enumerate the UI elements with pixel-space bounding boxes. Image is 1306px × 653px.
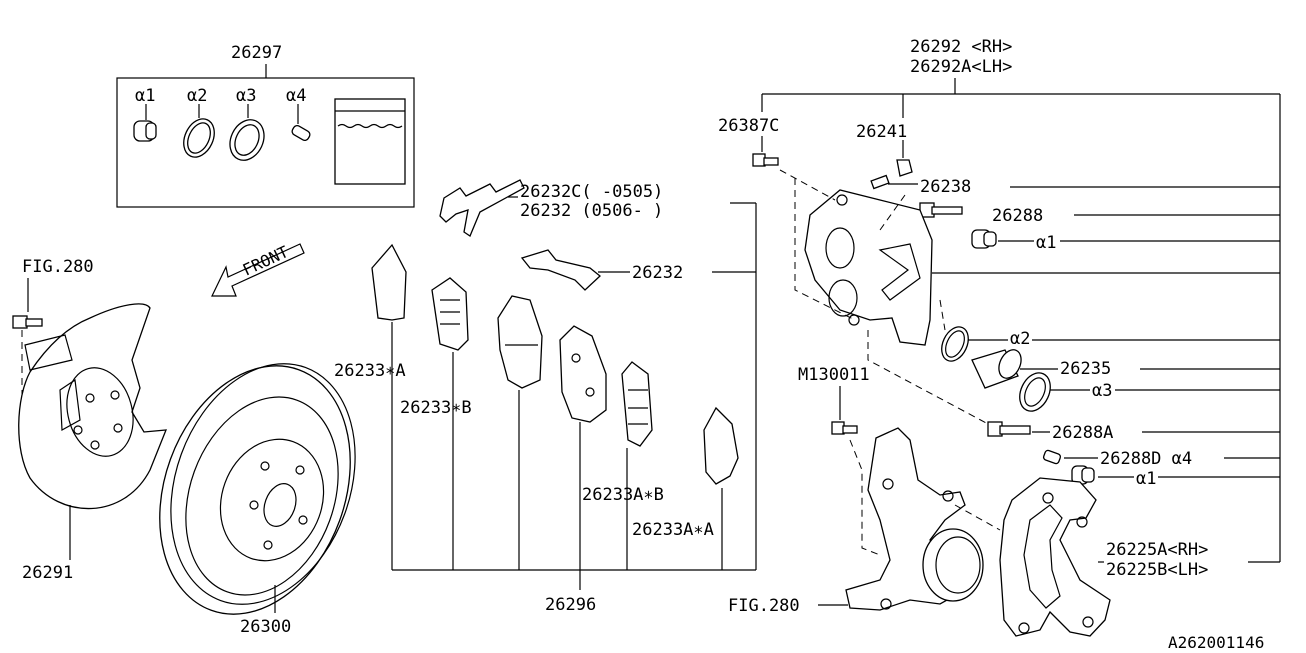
part-26288-label: 26288 [992,206,1043,226]
a1-bottom-label: α1 [1136,469,1156,489]
fig280-bottom-label: FIG.280 [728,596,800,616]
part-26292-label: 26292 <RH> [910,37,1012,57]
part-26238-label: 26238 [920,177,971,197]
part-26288A-label: 26288A [1052,423,1113,443]
knuckle-and-support: 26225A<RH> 26225B<LH> FIG.280 [728,427,1280,637]
front-arrow-icon: FRONT [211,242,305,297]
kit-part-number: 26297 [231,43,282,63]
part-26233-star-b-label: 26233∗B [400,398,472,418]
part-26225B-label: 26225B<LH> [1106,560,1208,580]
seal-ring-icon [183,104,215,158]
pin-icon [291,104,311,142]
a1-top-label: α1 [1036,233,1056,253]
kit-item-a1: α1 [135,86,155,106]
part-26225A-label: 26225A<RH> [1106,540,1208,560]
piston-seal-icon [941,326,969,362]
part-26291-label: 26291 [22,563,73,583]
part-26296-label: 26296 [545,595,596,615]
part-26232-label: 26232 [632,263,683,283]
brake-pad-outer-icon [559,325,607,423]
part-26232-range-label: 26232 (0506- ) [520,201,663,221]
part-26288D-a4-label: 26288D α4 [1100,449,1192,469]
fig280-top-label: FIG.280 [22,257,94,277]
part-26233A-star-a-label: 26233A∗A [632,520,714,540]
caliper-body-icon [804,189,933,346]
diagram-id-label: A262001146 [1168,633,1264,652]
pad-clip-upper-icon [439,179,525,237]
part-26300-label: 26300 [240,617,291,637]
shim-b-icon [431,277,469,351]
caliper-assembly: 26292 <RH> 26292A<LH> 26387C 26241 26238… [718,37,1281,562]
pad-clip-lower-icon [520,249,601,291]
boot-icon [133,104,157,142]
part-26232C-label: 26232C( -0505) [520,182,663,202]
kit-box: 26297 α1 α2 α3 α4 [116,43,415,208]
kit-item-a4: α4 [286,86,306,106]
part-26387C-label: 26387C [718,116,779,136]
part-26241-label: 26241 [856,122,907,142]
brake-rotor: 26300 [159,363,356,637]
shim-ab-icon [621,361,653,447]
mount-bolt-icon [831,421,858,435]
part-26235-label: 26235 [1060,359,1111,379]
part-26292A-label: 26292A<LH> [910,57,1012,77]
cap-icon [896,159,913,177]
backing-plate: FIG.280 26291 [12,257,167,583]
a3-label: α3 [1092,381,1112,401]
part-26233A-star-b-label: 26233A∗B [582,485,664,505]
bleeder-screw-icon [752,153,779,167]
a2-label: α2 [1010,329,1030,349]
part-m130011-label: M130011 [798,365,870,385]
brake-pad-inner-icon [497,295,543,389]
caliper-support-icon [999,477,1111,637]
bleeder-plug-icon [870,174,890,190]
piston-icon [971,349,1022,389]
grease-pack-icon [334,98,406,185]
boot-top-icon [971,229,997,249]
shim-a-icon [371,243,407,321]
front-label: FRONT [240,242,292,280]
part-26233-star-a-label: 26233∗A [334,361,406,381]
pin-lower-icon [1042,449,1062,465]
kit-item-a2: α2 [187,86,207,106]
dust-seal-icon [229,104,265,161]
bolt-icon [12,315,43,329]
kit-item-a3: α3 [236,86,256,106]
guide-bolt-icon [919,202,963,218]
brake-pads-group: 26232C( -0505) 26232 (0506- ) 26232 2623… [334,179,757,615]
shim-aa-icon [703,406,739,485]
dust-boot-icon [1019,372,1051,412]
guide-bolt-lower-icon [987,421,1031,437]
